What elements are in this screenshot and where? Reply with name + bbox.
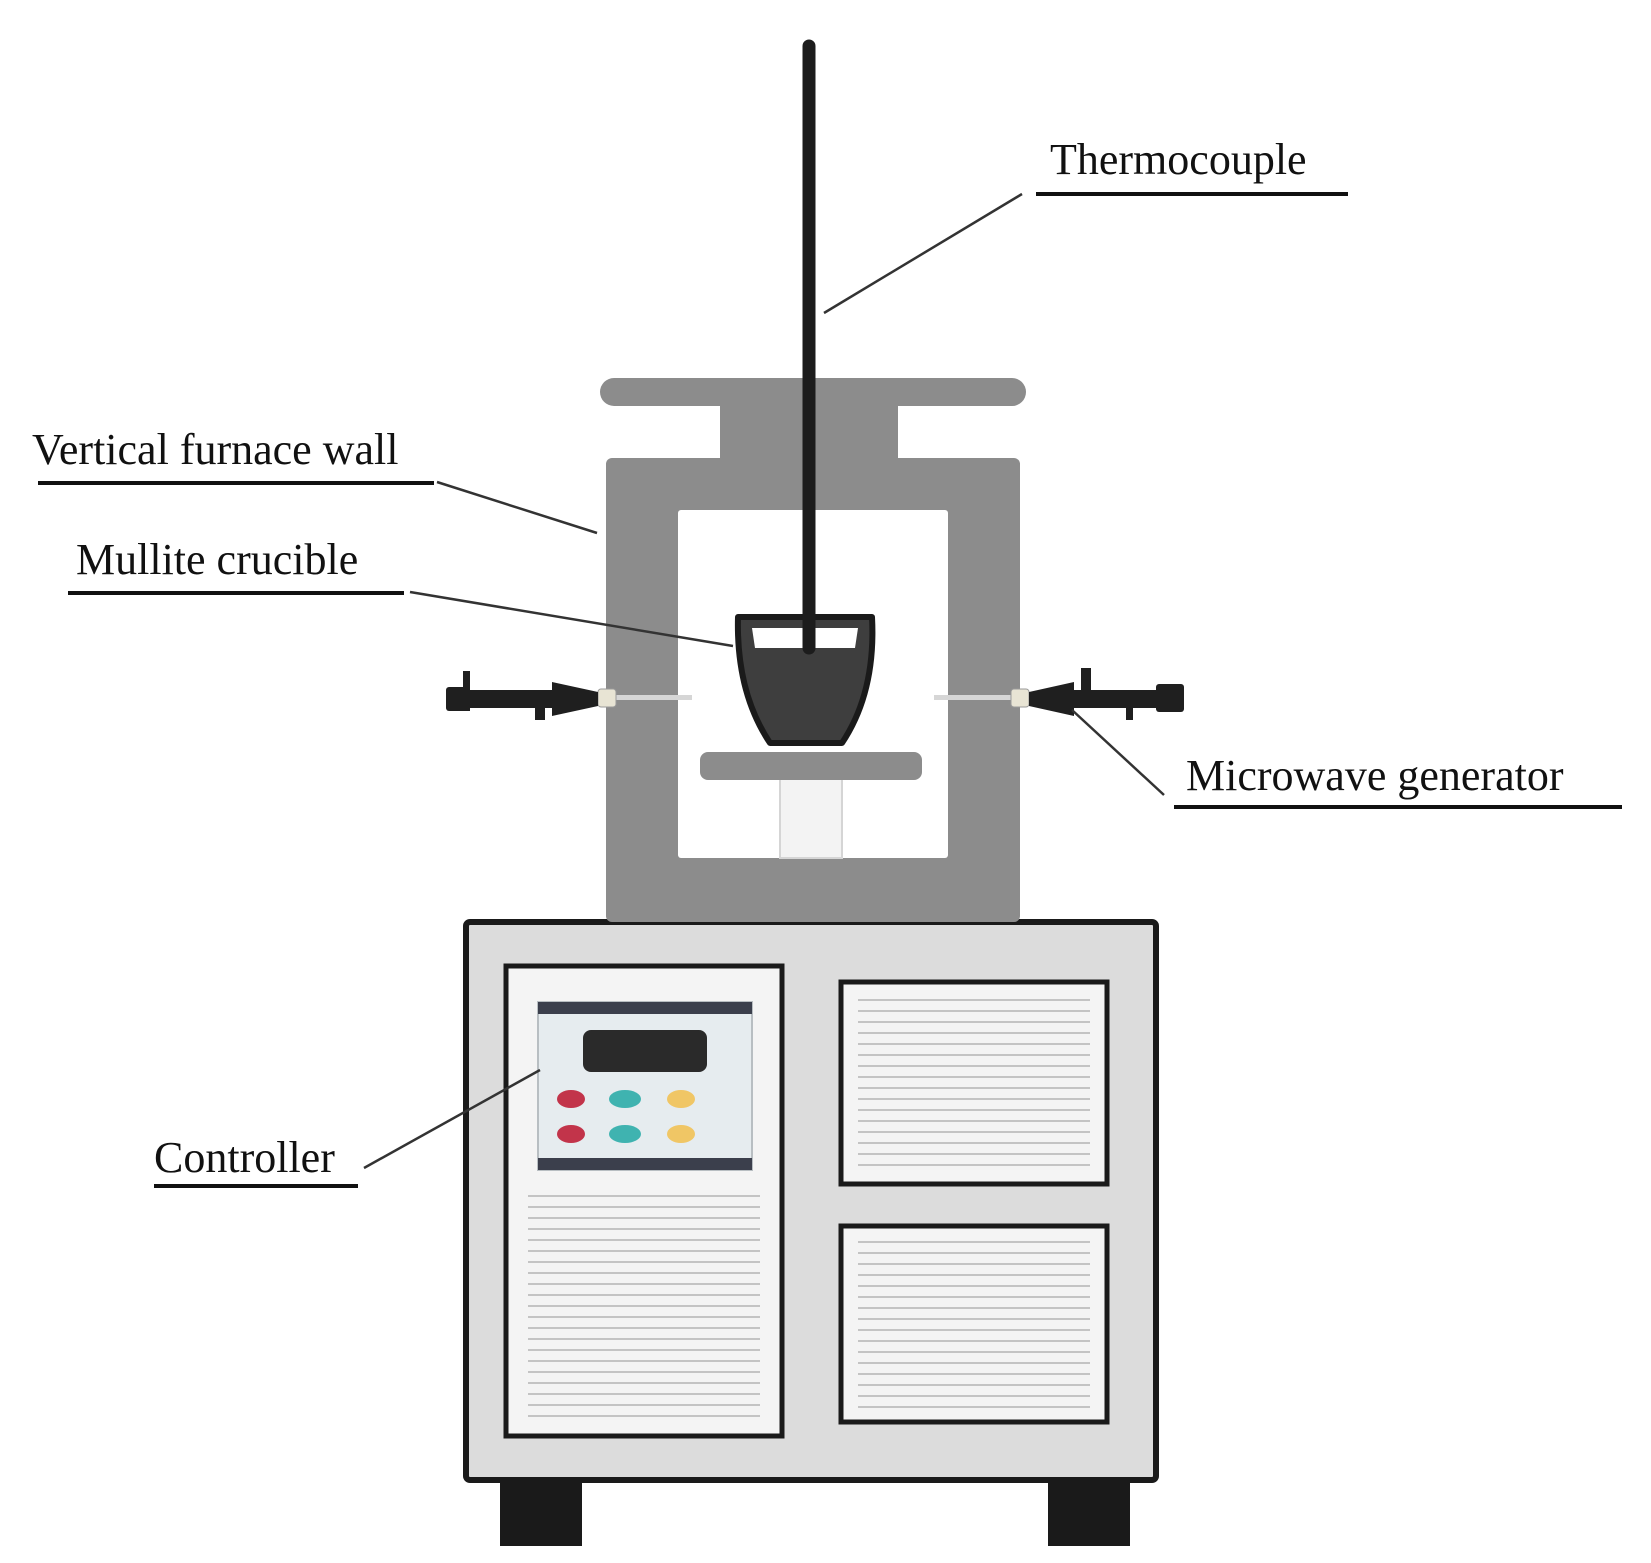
waveguide-left [612,695,692,700]
cabinet-foot-left [500,1478,582,1546]
controller-bottom-band [538,1158,752,1170]
connector-right [1010,688,1030,708]
generator-left-fin [535,690,545,720]
generator-left-cone [552,682,598,716]
leader-microwave [1071,709,1165,796]
leader-thermocouple [823,192,1023,315]
controller-button-red [557,1090,585,1108]
controller-button-yellow [667,1125,695,1143]
label-thermocouple: Thermocouple [1050,135,1307,184]
underline-vertical-furnace-wall [38,481,434,485]
generator-right-body [1074,690,1158,708]
generator-left-fin [463,671,470,711]
underline-thermocouple [1036,192,1348,196]
underline-controller [154,1184,358,1188]
vent-grille-left [528,1195,760,1417]
label-vertical-furnace-wall: Vertical furnace wall [32,425,399,474]
vent-grille-upper [858,999,1090,1166]
cabinet-panel-upper [838,979,1110,1187]
controller-button-yellow [667,1090,695,1108]
controller-display [583,1030,707,1072]
controller-panel [537,1001,753,1171]
controller-button-red [557,1125,585,1143]
waveguide-right [934,695,1014,700]
cabinet-foot-right [1048,1478,1130,1546]
generator-right-fin [1081,668,1091,690]
leader-lines [363,192,1165,1170]
mullite-crucible [734,614,876,746]
leader-crucible [409,590,734,648]
controller-face [537,1001,753,1171]
leader-controller [363,1068,541,1170]
connector-left [597,688,617,708]
controller-top-band [538,1002,752,1014]
microwave-generator-left [446,671,692,720]
underline-mullite-crucible [68,591,404,595]
leader-furnace-wall [436,480,598,535]
underline-microwave-generator [1174,805,1622,809]
crucible-pedestal [779,777,843,859]
label-mullite-crucible: Mullite crucible [76,535,359,584]
generator-left-body [468,690,552,708]
cabinet-panel-lower [838,1223,1110,1425]
microwave-generator-right [934,668,1184,720]
label-microwave-generator: Microwave generator [1186,751,1564,800]
vent-grille-lower [858,1241,1090,1408]
label-controller: Controller [154,1133,335,1182]
crucible-support-plate [700,752,922,780]
controller-button-teal [609,1090,641,1108]
generator-right-fin [1126,690,1133,720]
generator-right-cone [1029,682,1074,716]
generator-right-cap [1156,684,1184,712]
controller-button-teal [609,1125,641,1143]
